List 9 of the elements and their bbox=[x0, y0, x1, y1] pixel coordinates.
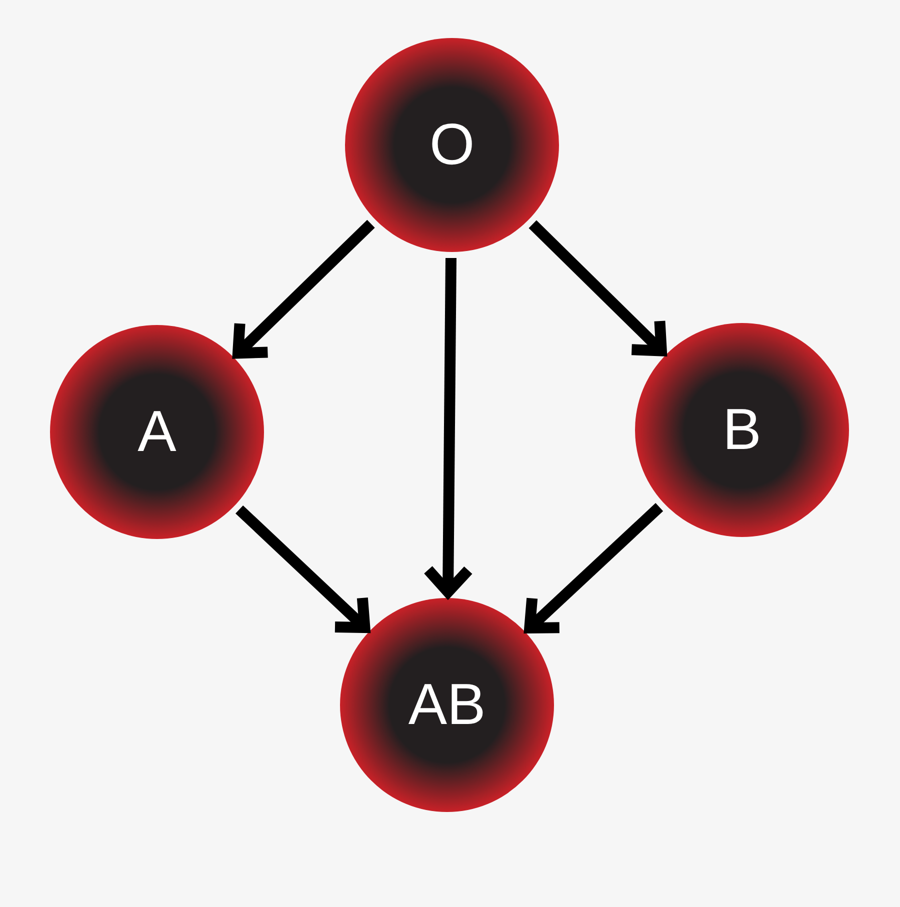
arrow bbox=[232, 220, 375, 359]
arrow bbox=[528, 220, 667, 356]
arrow bbox=[524, 503, 664, 634]
arrow bbox=[422, 258, 474, 598]
arrow bbox=[236, 505, 370, 634]
blood-type-label: AB bbox=[408, 676, 486, 734]
blood-type-label: B bbox=[722, 401, 762, 459]
blood-type-label: A bbox=[138, 403, 176, 461]
blood-type-label: O bbox=[429, 116, 475, 174]
